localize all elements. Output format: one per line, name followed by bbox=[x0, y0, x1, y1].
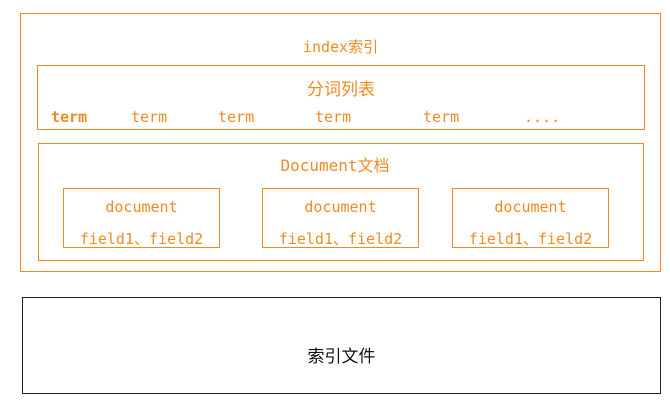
term-list-box: 分词列表 term term term term term .... bbox=[37, 65, 645, 130]
document-section-title: Document文档 bbox=[280, 156, 390, 175]
document-card-title: document bbox=[304, 198, 377, 216]
index-file-box: 索引文件 bbox=[22, 297, 661, 394]
term-item: term bbox=[131, 108, 168, 126]
document-card-fields: field1、field2 bbox=[468, 230, 593, 248]
index-title: index索引 bbox=[302, 38, 379, 56]
document-card: document field1、field2 bbox=[63, 188, 220, 248]
term-item: term bbox=[51, 108, 88, 126]
document-card-fields: field1、field2 bbox=[278, 230, 403, 248]
document-card-title: document bbox=[494, 198, 567, 216]
document-card: document field1、field2 bbox=[452, 188, 609, 248]
document-card: document field1、field2 bbox=[262, 188, 419, 248]
term-ellipsis: .... bbox=[524, 108, 561, 126]
term-item: term bbox=[423, 108, 460, 126]
document-card-fields: field1、field2 bbox=[79, 230, 204, 248]
document-card-title: document bbox=[105, 198, 178, 216]
index-file-label: 索引文件 bbox=[307, 347, 376, 367]
term-item: term bbox=[218, 108, 255, 126]
term-item: term bbox=[315, 108, 352, 126]
term-list-title: 分词列表 bbox=[307, 80, 375, 100]
